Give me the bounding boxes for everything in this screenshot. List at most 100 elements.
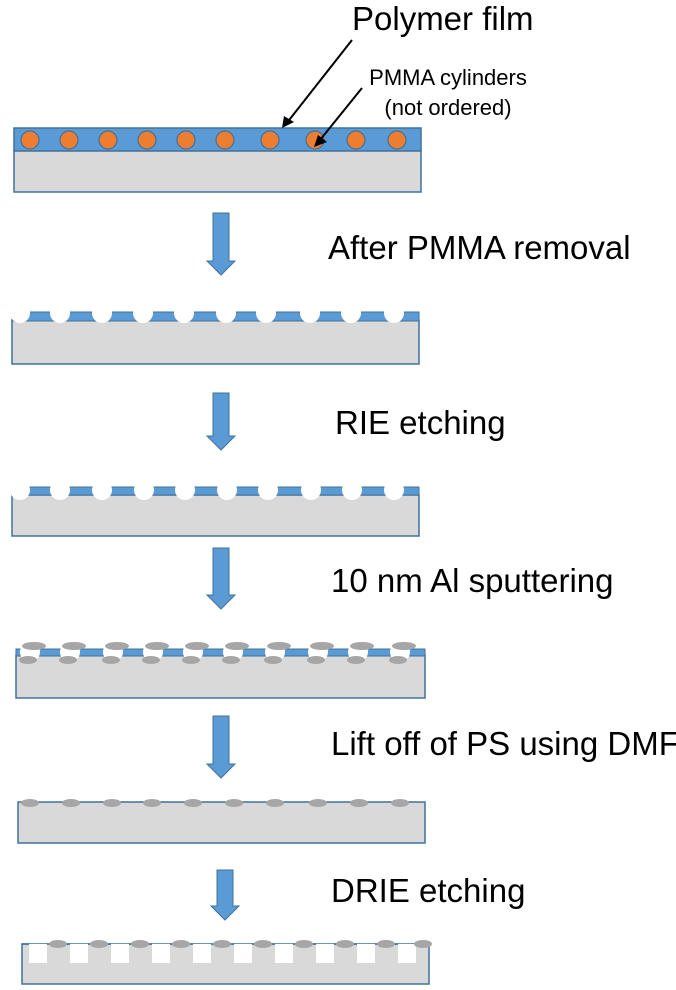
substrate (11, 494, 420, 537)
pmma-removed-hole (300, 303, 320, 323)
al-mask-dot (143, 799, 161, 807)
step-label-drie-etching: DRIE etching (331, 872, 526, 909)
etched-trench-cut (152, 944, 170, 963)
al-mask-dot (391, 799, 409, 807)
etched-trench-cut (275, 944, 293, 963)
pmma-callout-arrowhead (314, 135, 327, 147)
down-arrow (205, 715, 237, 779)
etched-trench-cut (234, 944, 252, 963)
al-mask-cap (254, 940, 272, 948)
pmma-removed-hole (133, 303, 153, 323)
polymer-film-callout-arrowhead (282, 116, 294, 128)
al-particle-top (392, 642, 416, 650)
pmma-cylinder (59, 130, 79, 150)
down-arrow (209, 869, 241, 921)
etched-trench-cut (398, 944, 416, 963)
al-particle-top (22, 642, 46, 650)
pmma-cylinder (215, 130, 235, 150)
etched-hole (50, 480, 70, 500)
pmma-cylinder (260, 130, 280, 150)
al-mask-cap (131, 940, 149, 948)
pmma-cylinder (176, 130, 196, 150)
al-particle-top (145, 642, 169, 650)
al-mask-dot (62, 799, 80, 807)
down-arrow (205, 212, 237, 276)
pmma-cylinder (137, 130, 157, 150)
al-mask-cap (90, 940, 108, 948)
etched-hole (175, 480, 195, 500)
al-particle-bottom (59, 656, 77, 664)
pmma-removed-hole (384, 303, 404, 323)
etched-hole (384, 480, 404, 500)
etched-hole (301, 480, 321, 500)
pmma-cylinder (98, 130, 118, 150)
polymer-film-callout-line (285, 39, 353, 125)
al-mask-dot (350, 799, 368, 807)
etched-trench-cut (357, 944, 375, 963)
al-mask-dot (309, 799, 327, 807)
al-mask-cap (377, 940, 395, 948)
etched-hole (342, 480, 362, 500)
pmma-cylinder (20, 130, 40, 150)
etched-hole (217, 480, 237, 500)
al-particle-top (62, 642, 86, 650)
step-label-lift-off: Lift off of PS using DMF (331, 725, 676, 762)
etched-trench-cut (70, 944, 88, 963)
pmma-removed-hole (341, 303, 361, 323)
al-mask-dot (225, 799, 243, 807)
al-mask-cap (414, 940, 432, 948)
etched-hole (10, 480, 30, 500)
al-mask-cap (336, 940, 354, 948)
substrate (13, 149, 422, 193)
al-particle-bottom (19, 656, 37, 664)
pmma-cylinders-label-line2: (not ordered) (384, 95, 512, 120)
pmma-removed-hole (10, 303, 30, 323)
al-particle-bottom (142, 656, 160, 664)
pmma-removed-hole (50, 303, 70, 323)
al-particle-top (350, 642, 374, 650)
al-particle-top (267, 642, 291, 650)
pmma-cylinder (387, 130, 407, 150)
substrate (17, 801, 426, 844)
al-mask-dot (266, 799, 284, 807)
etched-hole (92, 480, 112, 500)
al-mask-dot (21, 799, 39, 807)
al-particle-bottom (307, 656, 325, 664)
al-mask-cap (49, 940, 67, 948)
etched-trench-cut (29, 944, 47, 963)
substrate (11, 319, 420, 365)
pmma-callout-line (319, 87, 363, 141)
down-arrow (205, 392, 237, 451)
al-mask-cap (295, 940, 313, 948)
step-label-pmma-removal: After PMMA removal (328, 229, 631, 266)
etched-trench-cut (316, 944, 334, 963)
polymer-film-layer (15, 648, 426, 657)
step-label-al-sputtering: 10 nm Al sputtering (331, 562, 614, 599)
step-label-rie-etching: RIE etching (335, 404, 506, 441)
etched-hole (258, 480, 278, 500)
pmma-cylinders-label-line1: PMMA cylinders (369, 65, 527, 90)
al-particle-bottom (347, 656, 365, 664)
etched-hole (134, 480, 154, 500)
pmma-removed-hole (256, 303, 276, 323)
etched-trench-cut (193, 944, 211, 963)
al-particle-bottom (222, 656, 240, 664)
al-mask-cap (213, 940, 231, 948)
al-particle-top (105, 642, 129, 650)
pmma-removed-hole (216, 303, 236, 323)
al-mask-dot (103, 799, 121, 807)
down-arrow (205, 547, 237, 610)
al-particle-bottom (102, 656, 120, 664)
al-particle-top (310, 642, 334, 650)
al-particle-bottom (182, 656, 200, 664)
polymer-film-label: Polymer film (352, 0, 534, 37)
pmma-cylinder (346, 130, 366, 150)
al-particle-top (185, 642, 209, 650)
al-mask-cap (172, 940, 190, 948)
etched-trench-cut (111, 944, 129, 963)
al-particle-bottom (264, 656, 282, 664)
pmma-removed-hole (174, 303, 194, 323)
al-mask-dot (184, 799, 202, 807)
